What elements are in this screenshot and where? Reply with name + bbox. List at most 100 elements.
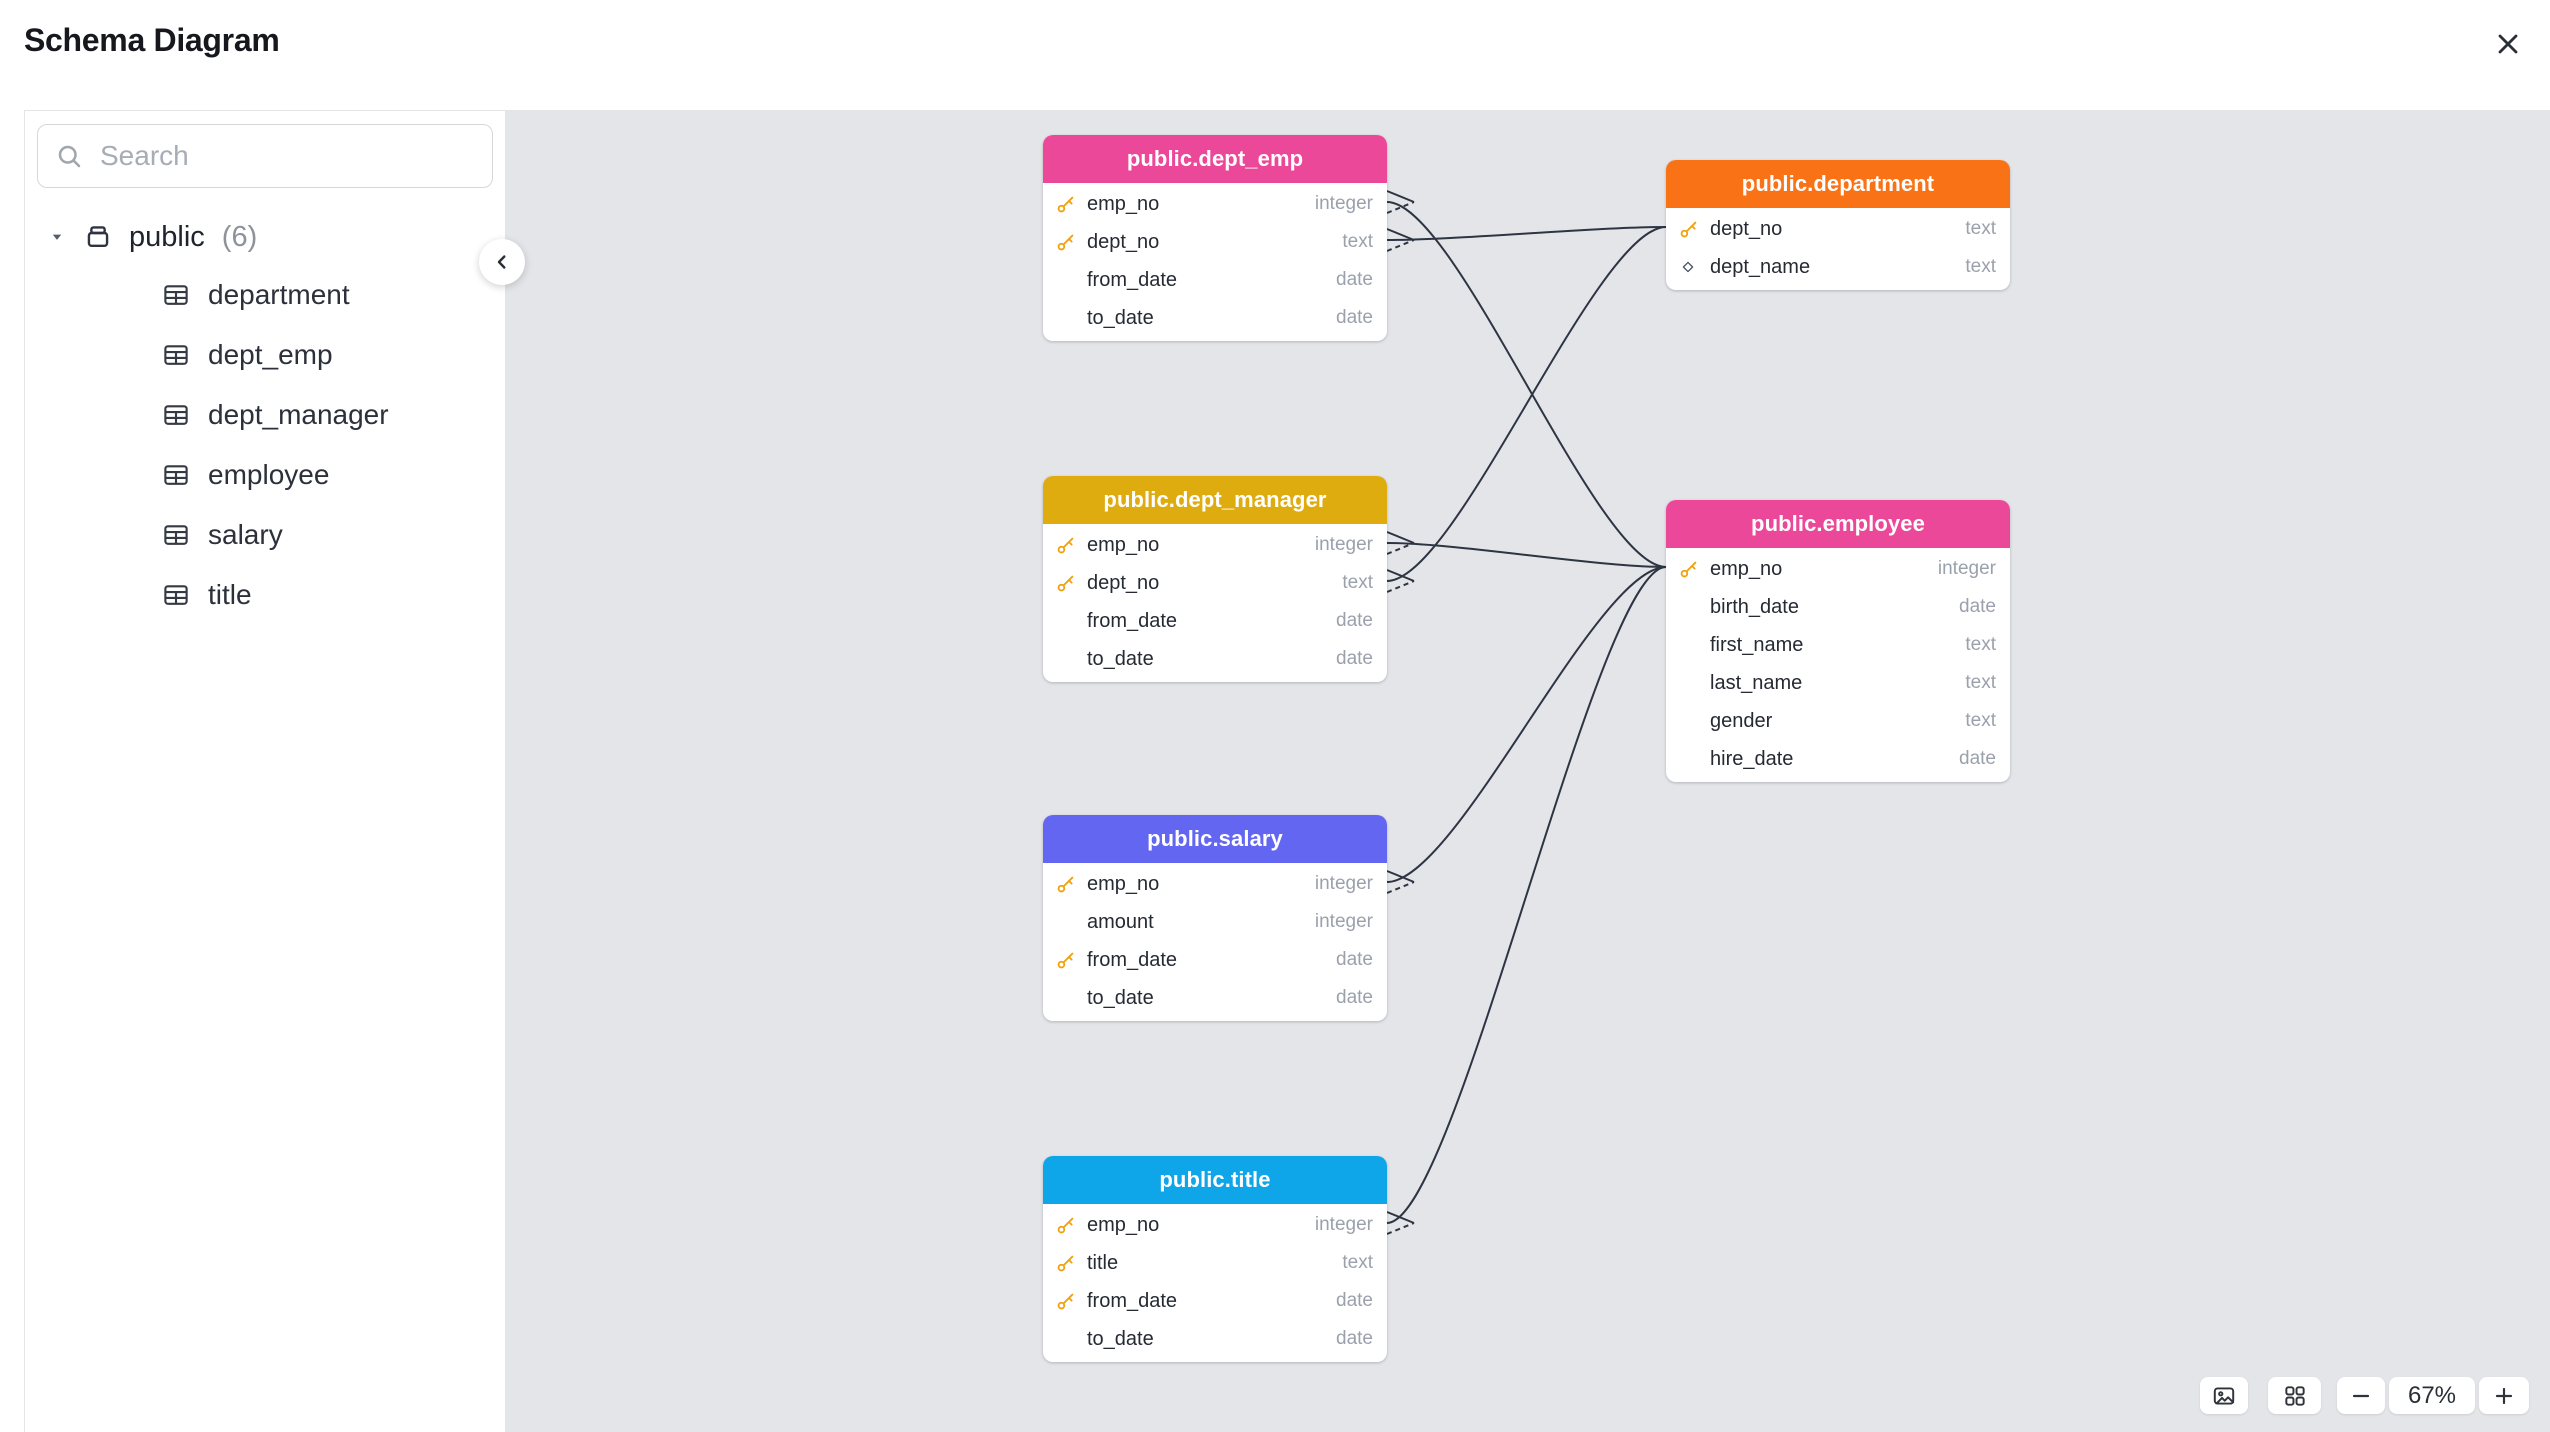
sidebar-item-dept-emp[interactable]: dept_emp xyxy=(25,325,505,385)
sidebar-item-salary[interactable]: salary xyxy=(25,505,505,565)
table-icon xyxy=(161,580,191,610)
column-type: date xyxy=(1959,748,1996,769)
icon-spacer xyxy=(1678,633,1710,657)
column-type: integer xyxy=(1314,534,1373,555)
column-type: integer xyxy=(1937,558,1996,579)
table-icon xyxy=(161,400,191,430)
schema-tree-node-public[interactable]: public (6) xyxy=(25,209,505,265)
primary-key-icon xyxy=(1055,872,1087,896)
sidebar-item-title[interactable]: title xyxy=(25,565,505,625)
export-image-button[interactable] xyxy=(2200,1377,2248,1414)
schema-table-count: (6) xyxy=(221,220,258,253)
auto-layout-button[interactable] xyxy=(2268,1377,2321,1414)
zoom-in-button[interactable] xyxy=(2479,1377,2529,1414)
sidebar-item-label: department xyxy=(208,279,350,310)
column-row: amount integer xyxy=(1043,903,1387,941)
column-type: date xyxy=(1336,1290,1373,1311)
column-name: dept_no xyxy=(1087,571,1160,594)
column-name: to_date xyxy=(1087,986,1154,1009)
close-button[interactable] xyxy=(2482,18,2534,70)
column-name: amount xyxy=(1087,910,1154,933)
column-type: text xyxy=(1342,1252,1373,1273)
sidebar-item-dept-manager[interactable]: dept_manager xyxy=(25,385,505,445)
table-node-dept-manager[interactable]: public.dept_manager emp_no integer dept_… xyxy=(1043,476,1387,682)
icon-spacer xyxy=(1055,1327,1087,1351)
column-name: dept_name xyxy=(1710,255,1811,278)
table-icon xyxy=(161,340,191,370)
column-name: from_date xyxy=(1087,948,1178,971)
table-node-header: public.department xyxy=(1666,160,2010,208)
table-node-columns: emp_no integer birth_date date first_nam… xyxy=(1666,548,2010,782)
search-icon xyxy=(54,141,84,171)
column-row: to_date date xyxy=(1043,640,1387,678)
table-node-header: public.dept_emp xyxy=(1043,135,1387,183)
column-row: to_date date xyxy=(1043,1320,1387,1358)
column-row: to_date date xyxy=(1043,979,1387,1017)
primary-key-icon xyxy=(1678,217,1710,241)
column-row: gender text xyxy=(1666,702,2010,740)
primary-key-icon xyxy=(1678,557,1710,581)
column-name: gender xyxy=(1710,709,1773,732)
column-row: from_date date xyxy=(1043,1282,1387,1320)
column-name: dept_no xyxy=(1087,230,1160,253)
table-node-dept-emp[interactable]: public.dept_emp emp_no integer dept_no t… xyxy=(1043,135,1387,341)
table-node-salary[interactable]: public.salary emp_no integer amount inte… xyxy=(1043,815,1387,1021)
column-name: last_name xyxy=(1710,671,1803,694)
search-box[interactable] xyxy=(37,124,493,188)
zoom-out-button[interactable] xyxy=(2337,1377,2385,1414)
icon-spacer xyxy=(1678,595,1710,619)
icon-spacer xyxy=(1678,671,1710,695)
table-node-columns: emp_no integer dept_no text from_date da… xyxy=(1043,524,1387,682)
column-name: hire_date xyxy=(1710,747,1794,770)
zoom-level: 67% xyxy=(2389,1377,2475,1414)
column-type: date xyxy=(1336,648,1373,669)
edge-title-emp_no-employee xyxy=(1386,566,1667,1235)
search-input[interactable] xyxy=(98,139,476,173)
sidebar-item-department[interactable]: department xyxy=(25,265,505,325)
page-title: Schema Diagram xyxy=(24,22,280,58)
primary-key-icon xyxy=(1055,230,1087,254)
edge-dept_emp-emp_no-employee xyxy=(1386,190,1667,568)
edge-dept_emp-dept_no-department xyxy=(1386,226,1667,252)
sidebar-item-label: employee xyxy=(208,459,330,490)
column-type: text xyxy=(1965,634,1996,655)
schema-diagram-canvas[interactable]: public.dept_emp emp_no integer dept_no t… xyxy=(505,110,2550,1432)
table-node-header: public.dept_manager xyxy=(1043,476,1387,524)
column-name: from_date xyxy=(1087,609,1178,632)
primary-key-icon xyxy=(1055,1251,1087,1275)
column-row: emp_no integer xyxy=(1043,526,1387,564)
unique-icon xyxy=(1678,255,1710,279)
relationship-edges xyxy=(1386,190,1667,1235)
table-node-department[interactable]: public.department dept_no text dept_name… xyxy=(1666,160,2010,290)
collapse-sidebar-button[interactable] xyxy=(479,239,525,285)
sidebar-item-employee[interactable]: employee xyxy=(25,445,505,505)
table-node-title[interactable]: public.title emp_no integer title text f… xyxy=(1043,1156,1387,1362)
table-node-employee[interactable]: public.employee emp_no integer birth_dat… xyxy=(1666,500,2010,782)
primary-key-icon xyxy=(1055,1213,1087,1237)
column-name: emp_no xyxy=(1087,872,1160,895)
icon-spacer xyxy=(1055,268,1087,292)
column-row: emp_no integer xyxy=(1043,865,1387,903)
column-type: integer xyxy=(1314,873,1373,894)
primary-key-icon xyxy=(1055,533,1087,557)
column-type: integer xyxy=(1314,1214,1373,1235)
column-name: from_date xyxy=(1087,1289,1178,1312)
column-name: title xyxy=(1087,1251,1119,1274)
caret-down-icon xyxy=(47,227,67,247)
table-node-header: public.employee xyxy=(1666,500,2010,548)
icon-spacer xyxy=(1055,647,1087,671)
column-row: first_name text xyxy=(1666,626,2010,664)
table-node-columns: emp_no integer title text from_date date… xyxy=(1043,1204,1387,1362)
table-node-header: public.title xyxy=(1043,1156,1387,1204)
column-type: text xyxy=(1342,231,1373,252)
table-node-header: public.salary xyxy=(1043,815,1387,863)
table-icon xyxy=(161,520,191,550)
sidebar-item-label: dept_emp xyxy=(208,339,333,370)
column-type: date xyxy=(1336,949,1373,970)
table-node-columns: emp_no integer amount integer from_date … xyxy=(1043,863,1387,1021)
close-icon xyxy=(2492,28,2524,60)
column-type: text xyxy=(1342,572,1373,593)
edge-salary-emp_no-employee xyxy=(1386,566,1667,894)
column-type: text xyxy=(1965,672,1996,693)
column-type: integer xyxy=(1314,193,1373,214)
